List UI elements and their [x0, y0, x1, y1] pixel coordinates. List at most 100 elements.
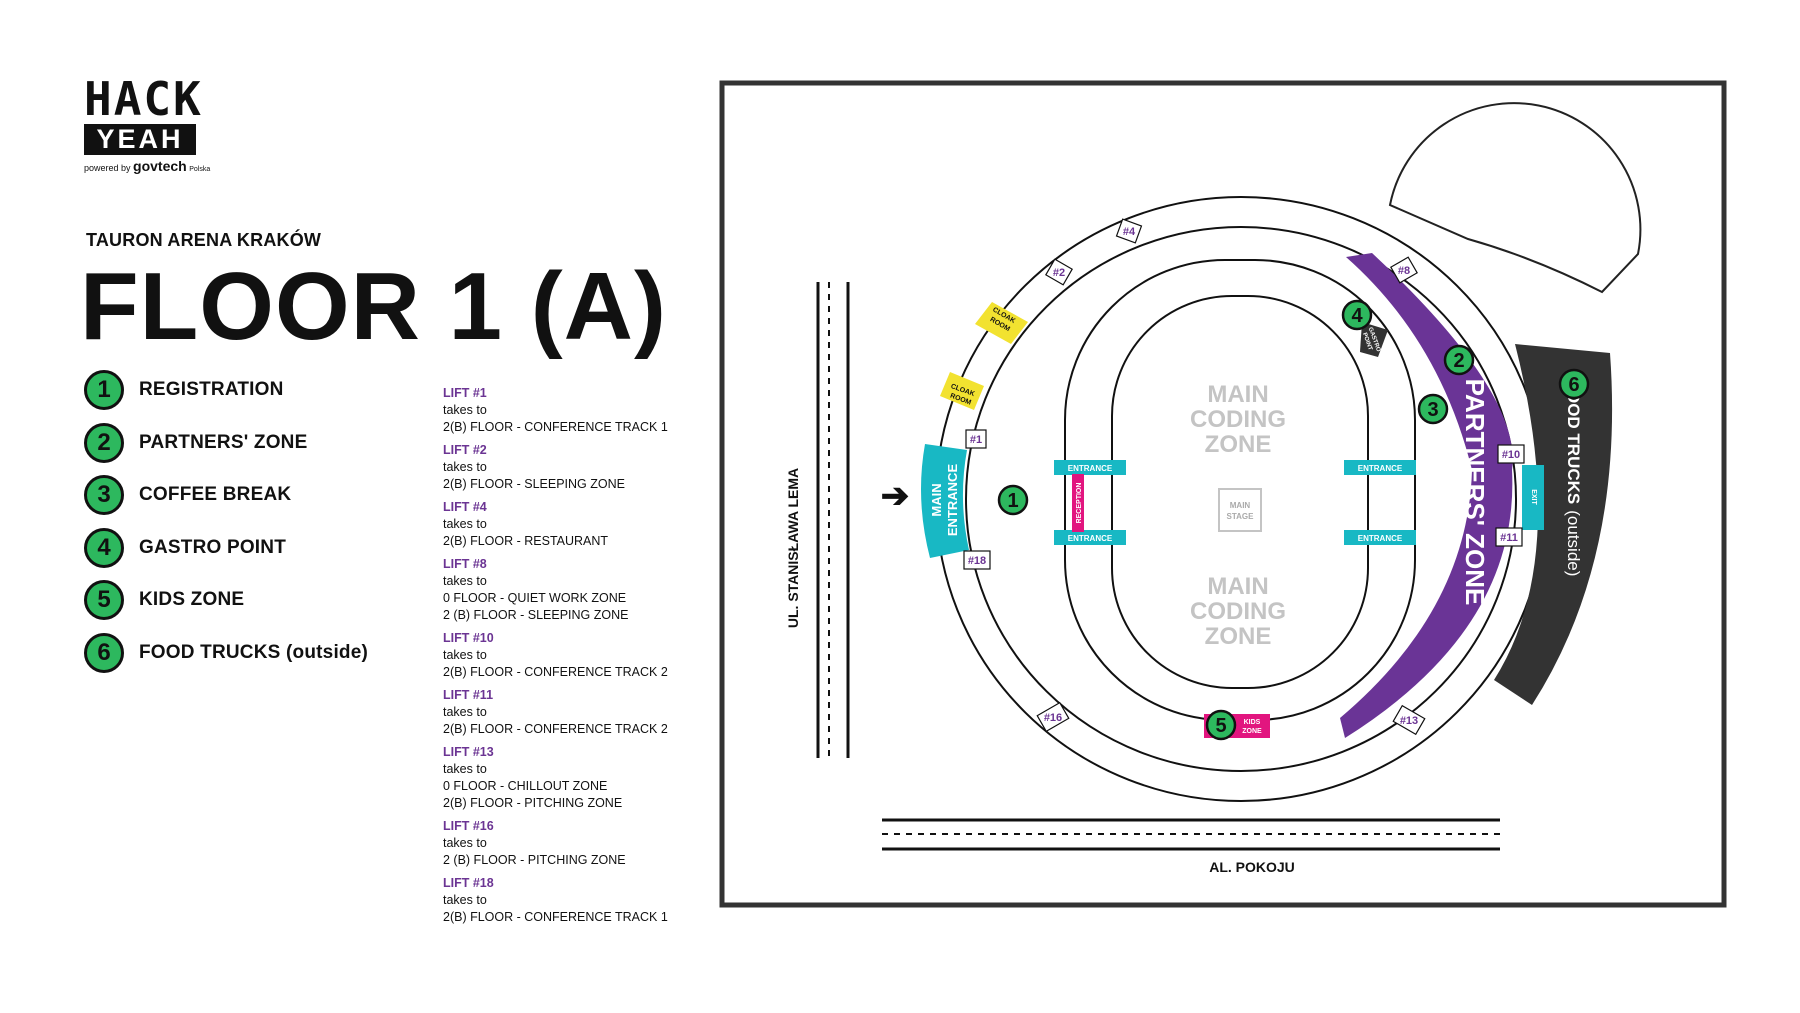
lift-line: 2(B) FLOOR - CONFERENCE TRACK 1 — [443, 910, 668, 924]
lift-line: takes to — [443, 517, 487, 531]
logo-yeah-text: YEAH — [84, 124, 196, 155]
lift-tag-label: #13 — [1400, 715, 1418, 727]
legend-number-badge: 5 — [84, 580, 124, 620]
lift-name: LIFT #10 — [443, 631, 494, 645]
lift-tag-10: #10 — [1497, 444, 1525, 464]
hackyeah-logo: HACK YEAH powered by govtech Polska — [84, 72, 210, 174]
main-entrance-line1: MAIN — [929, 483, 944, 516]
marker-food-trucks: 6 — [1558, 368, 1590, 400]
legend-number-badge: 6 — [84, 632, 124, 673]
lift-line: 2(B) FLOOR - RESTAURANT — [443, 534, 609, 548]
lift-tag-label: #2 — [1053, 267, 1065, 279]
lift-line: 0 FLOOR - QUIET WORK ZONE — [443, 591, 627, 605]
lift-line: takes to — [443, 836, 487, 850]
partners-zone-label: PARTNERS' ZONE — [1460, 379, 1490, 606]
map-frame — [719, 80, 1727, 908]
marker-coffee-break: 3 — [1417, 393, 1449, 425]
food-trucks-suffix: (outside) — [1564, 510, 1583, 576]
lift-tag-13: #13 — [1392, 704, 1426, 736]
lift-tag-label: #10 — [1502, 449, 1520, 461]
lift-line: 2(B) FLOOR - CONFERENCE TRACK 2 — [443, 665, 668, 679]
page-title: FLOOR 1 (A) — [80, 253, 667, 360]
exit-door — [1522, 465, 1544, 530]
lift-tag-4: #4 — [1115, 218, 1143, 244]
legend-item: 5 KIDS ZONE — [84, 580, 368, 620]
food-trucks-area — [1494, 344, 1613, 705]
lift-line: 2(B) FLOOR - PITCHING ZONE — [443, 796, 623, 810]
entrance-arrow-icon: ➔ — [881, 477, 910, 515]
lift-tag-label: #11 — [1500, 532, 1518, 544]
coding-zone-top-line3: ZONE — [1205, 431, 1272, 458]
exit-label: EXIT — [1530, 489, 1537, 505]
lift-line: 2 (B) FLOOR - SLEEPING ZONE — [443, 608, 629, 622]
lift-name: LIFT #2 — [443, 443, 487, 457]
lift-entry: LIFT #1 takes to 2(B) FLOOR - CONFERENCE… — [443, 385, 668, 436]
street-left-label: UL. STANISŁAWA LEMA — [785, 468, 801, 628]
entrance-label: ENTRANCE — [1358, 534, 1403, 543]
marker-gastro-point: 4 — [1341, 299, 1373, 331]
legend-label: GASTRO POINT — [139, 536, 287, 558]
venue-name: TAURON ARENA KRAKÓW — [86, 230, 322, 250]
lift-entry: LIFT #8 takes to 0 FLOOR - QUIET WORK ZO… — [443, 556, 668, 624]
logo-hack-text: HACK — [84, 72, 203, 126]
logo-powered-by: powered by govtech Polska — [84, 158, 210, 174]
lift-tag-label: #1 — [970, 434, 982, 446]
entrance-right-bottom: ENTRANCE — [1344, 530, 1416, 545]
marker-registration: 1 — [997, 484, 1029, 516]
food-trucks-main: FOOD TRUCKS — [1564, 380, 1583, 505]
entrance-left-bottom: ENTRANCE — [1054, 530, 1126, 545]
coding-zone-bottom-line3: ZONE — [1205, 623, 1272, 650]
lift-name: LIFT #11 — [443, 688, 494, 702]
marker-number: 2 — [1453, 350, 1464, 372]
lift-name: LIFT #4 — [443, 500, 487, 514]
marker-number: 4 — [1351, 305, 1363, 327]
powered-sub: Polska — [189, 166, 211, 173]
lift-line: takes to — [443, 574, 487, 588]
lift-line: 2(B) FLOOR - SLEEPING ZONE — [443, 477, 625, 491]
lift-tag-1: #1 — [965, 429, 987, 449]
left-street — [816, 282, 850, 758]
legend-label: COFFEE BREAK — [139, 484, 292, 505]
lift-tag-label: #4 — [1123, 226, 1136, 238]
coffee-break-label: COFFEE BREAK — [1425, 437, 1442, 556]
lift-line: 0 FLOOR - CHILLOUT ZONE — [443, 779, 608, 793]
marker-partners-zone: 2 — [1443, 344, 1475, 376]
powered-brand: govtech — [133, 158, 187, 174]
main-stage — [1218, 488, 1262, 532]
entrance-label: ENTRANCE — [1358, 464, 1403, 473]
lift-line: takes to — [443, 705, 487, 719]
main-stage-line1: MAIN — [1230, 501, 1251, 510]
lift-line: 2 (B) FLOOR - PITCHING ZONE — [443, 853, 626, 867]
legend-label: PARTNERS' ZONE — [139, 431, 308, 453]
lift-name: LIFT #16 — [443, 819, 494, 833]
marker-number: 1 — [1007, 490, 1018, 512]
lift-line: takes to — [443, 648, 487, 662]
kids-zone-line1: KIDS — [1244, 719, 1261, 726]
arena-inner-ring — [965, 226, 1517, 772]
coding-zone-bottom-line2: CODING — [1190, 598, 1286, 625]
coding-zone-top-line1: MAIN — [1207, 381, 1268, 408]
lift-entry: LIFT #10 takes to 2(B) FLOOR - CONFERENC… — [443, 630, 668, 681]
marker-number: 5 — [1215, 715, 1226, 737]
food-trucks-label: FOOD TRUCKS (outside) — [1564, 380, 1583, 577]
marker-kids-zone: 5 — [1205, 709, 1237, 741]
lift-tag-label: #18 — [968, 555, 986, 567]
round-annex — [1388, 102, 1642, 294]
main-entrance-line2: ENTRANCE — [945, 464, 960, 537]
lift-name: LIFT #13 — [443, 745, 494, 759]
coding-zone-bottom-line1: MAIN — [1207, 573, 1268, 600]
legend-number-badge: 1 — [84, 370, 124, 410]
lift-tag-2: #2 — [1045, 258, 1073, 286]
legend-label: KIDS ZONE — [139, 589, 245, 610]
lift-entry: LIFT #4 takes to 2(B) FLOOR - RESTAURANT — [443, 499, 668, 550]
main-stage-line2: STAGE — [1227, 512, 1255, 521]
powered-prefix: powered by — [84, 163, 131, 173]
main-entrance — [921, 444, 969, 558]
lift-entry: LIFT #2 takes to 2(B) FLOOR - SLEEPING Z… — [443, 442, 668, 493]
lift-entry: LIFT #13 takes to 0 FLOOR - CHILLOUT ZON… — [443, 744, 668, 812]
